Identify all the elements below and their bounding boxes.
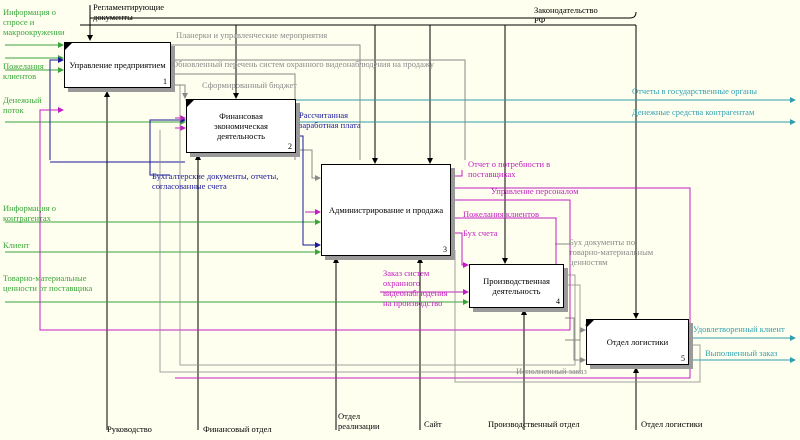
- box-finance[interactable]: Финансовая экономическая деятельность 2: [186, 99, 296, 153]
- box-number: 4: [556, 297, 560, 306]
- arrow-label-done-order: Исполненный заказ: [516, 366, 587, 376]
- arrow-label-meetings: Планерки и управленческие мероприятия: [176, 30, 328, 40]
- mechanism-label-production: Производственный отдел: [488, 419, 580, 429]
- box-corner-marker: [587, 320, 594, 327]
- box-corner-marker: [187, 100, 194, 107]
- control-label-law: Законодательство РФ: [534, 5, 598, 25]
- arrow-label-supplier-need: Отчет о потребности в поставщиках: [468, 159, 551, 179]
- arrow-label-updated-list: Обновленный перечень систем охранного ви…: [172, 59, 434, 69]
- box-production[interactable]: Производственная деятельность 4: [469, 264, 564, 308]
- output-label-satisfied-client: Удовлетворенный клиент: [693, 324, 785, 334]
- arrow-label-order: Заказ систем охранного видеонаблюдения н…: [383, 268, 448, 308]
- box-number: 2: [288, 142, 292, 151]
- mechanism-label-management: Руководство: [107, 424, 152, 434]
- mechanism-label-sales: Отдел реализации: [338, 411, 380, 431]
- input-label-cash-flow: Денежный поток: [3, 95, 42, 115]
- output-label-completed-order: Выполненный заказ: [705, 348, 778, 358]
- input-label-client-wishes: Пожелания клиентов: [3, 61, 44, 81]
- arrow-label-budget: Сформированный бюджет: [202, 80, 297, 90]
- box-number: 1: [163, 77, 167, 86]
- box-title: Финансовая экономическая деятельность: [214, 111, 268, 141]
- mechanism-label-site: Сайт: [424, 419, 442, 429]
- input-label-client: Клиент: [3, 240, 30, 250]
- box-title: Отдел логистики: [606, 337, 669, 347]
- output-label-reports-gov: Отчеты в государственные органы: [632, 86, 757, 96]
- box-admin-sales[interactable]: Администрирование и продажа 3: [321, 164, 451, 256]
- input-label-tmc: Товарно-материальные ценности от поставщ…: [3, 273, 93, 293]
- arrow-label-client-wishes2: Пожелания клиентов: [463, 209, 539, 219]
- arrow-label-accounting-docs: Бухгалтерские документы, отчеты, согласо…: [152, 171, 279, 191]
- arrow-label-invoice: Бух счета: [463, 228, 498, 238]
- input-label-info-demand: Информация о спросе и макроокружении: [3, 7, 65, 37]
- input-label-info-partners: Информация о контрагентах: [3, 203, 57, 223]
- box-title: Управление предприятием: [69, 60, 166, 70]
- arrow-label-tmc-docs: Бух документы по товарно-материальным це…: [569, 237, 654, 267]
- control-label-regulations: Регламентирующие документы: [93, 2, 165, 22]
- box-logistics[interactable]: Отдел логистики 5: [586, 319, 689, 365]
- box-management[interactable]: Управление предприятием 1: [64, 42, 171, 88]
- box-number: 5: [681, 354, 685, 363]
- box-number: 3: [443, 245, 447, 254]
- box-corner-marker: [65, 43, 72, 50]
- mechanism-label-logistics: Отдел логистики: [641, 419, 703, 429]
- arrow-label-salary: Рассчитанная заработная плата: [299, 110, 361, 130]
- mechanism-label-finance: Финансовый отдел: [203, 424, 272, 434]
- box-title: Производственная деятельность: [483, 276, 550, 296]
- output-label-funds-partners: Денежные средства контрагентам: [632, 107, 755, 117]
- box-title: Администрирование и продажа: [328, 205, 444, 215]
- arrow-label-hr: Управление персоналом: [491, 186, 579, 196]
